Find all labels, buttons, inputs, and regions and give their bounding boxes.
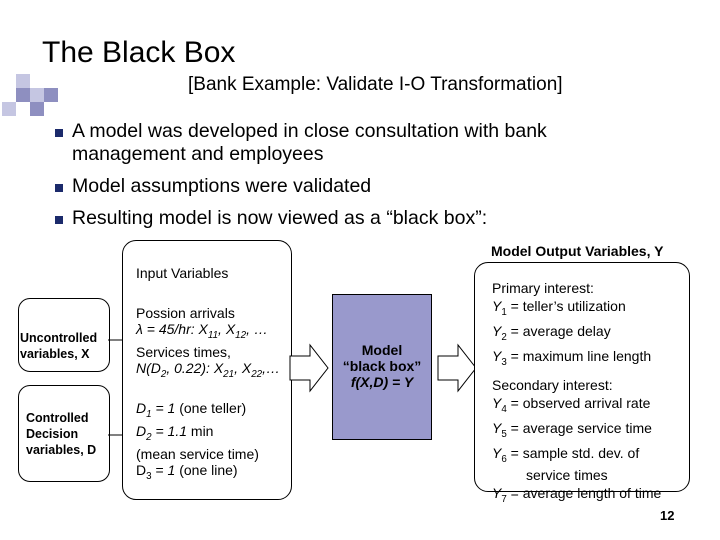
uncontrolled-items: Possion arrivals λ = 45/hr: X11, X12, … …	[136, 305, 280, 383]
primary-outputs: Primary interest: Y1 = teller’s utilizat…	[492, 280, 651, 370]
output-line: Y1 = teller’s utilization	[492, 298, 626, 318]
uncontrolled-box	[18, 298, 110, 372]
slide-subtitle: [Bank Example: Validate I-O Transformati…	[188, 74, 563, 95]
black-box-label: Model “black box” f(X,D) = Y	[332, 342, 432, 390]
label-line: Uncontrolled	[20, 331, 98, 345]
bullet-text: A model was developed in close consultat…	[72, 120, 547, 142]
black-box	[332, 294, 432, 440]
input-variables-box	[122, 240, 292, 500]
controlled-box	[18, 385, 110, 482]
deco-square	[44, 88, 58, 102]
output-variables-box	[474, 262, 690, 492]
deco-square	[16, 74, 30, 88]
deco-square	[30, 102, 44, 116]
deco-square	[30, 88, 44, 102]
secondary-heading: Secondary interest:	[492, 377, 613, 393]
item-line: D3 = 1 (one line)	[136, 461, 238, 482]
controlled-label: Controlled Decision variables, D	[26, 410, 96, 458]
item-line: Possion arrivals	[136, 305, 235, 321]
secondary-outputs: Secondary interest: Y4 = observed arriva…	[492, 377, 661, 508]
output-line: Y4 = observed arrival rate	[492, 395, 651, 415]
item-line: (mean service time)	[136, 445, 259, 462]
label-line: Decision	[26, 427, 79, 441]
output-line: Y5 = average service time	[492, 419, 652, 440]
bullet-item: A model was developed in close consultat…	[48, 120, 688, 166]
output-line: service times	[526, 467, 608, 484]
label-line: variables, X	[20, 347, 90, 361]
slide-title: The Black Box	[42, 36, 236, 69]
item-line: λ = 45/hr: X11, X12, …	[136, 321, 268, 341]
bullet-text: Model assumptions were validated	[72, 175, 372, 197]
output-line: Y7 = average length of time	[492, 485, 662, 506]
black-box-line: f(X,D) = Y	[350, 374, 414, 390]
output-line: Y6 = sample std. dev. of	[492, 444, 640, 465]
item-line: Services times,	[136, 343, 231, 360]
output-line: Y2 = average delay	[492, 322, 611, 343]
uncontrolled-label: Uncontrolled variables, X	[20, 330, 97, 362]
black-box-line: “black box”	[342, 358, 422, 374]
page-number: 12	[660, 508, 675, 523]
bullet-item: Resulting model is now viewed as a “blac…	[48, 207, 688, 230]
item-line: N(D2, 0.22): X21, X22,…	[136, 359, 280, 380]
bullet-text: Resulting model is now viewed as a “blac…	[72, 207, 488, 229]
bullet-square-icon	[55, 184, 63, 192]
arrow-right-icon	[289, 343, 329, 393]
bullet-text: management and employees	[72, 143, 324, 165]
controlled-items: D1 = 1 (one teller) D2 = 1.1 min (mean s…	[136, 400, 259, 484]
input-heading: Input Variables	[136, 265, 229, 281]
deco-square	[16, 88, 30, 102]
label-line: Controlled	[26, 411, 89, 425]
output-line: Y3 = maximum line length	[492, 347, 652, 368]
arrow-right-icon	[437, 343, 477, 393]
bullet-list: A model was developed in close consultat…	[48, 120, 688, 230]
bullet-square-icon	[55, 216, 63, 224]
item-line: D2 = 1.1 min	[136, 422, 214, 443]
black-box-line: Model	[361, 342, 403, 358]
deco-square	[2, 102, 16, 116]
primary-heading: Primary interest:	[492, 280, 594, 296]
item-line: D1 = 1 (one teller)	[136, 400, 247, 420]
output-heading: Model Output Variables, Y	[491, 243, 664, 259]
bullet-item: Model assumptions were validated	[48, 175, 688, 198]
label-line: variables, D	[26, 443, 97, 457]
bullet-square-icon	[55, 129, 63, 137]
